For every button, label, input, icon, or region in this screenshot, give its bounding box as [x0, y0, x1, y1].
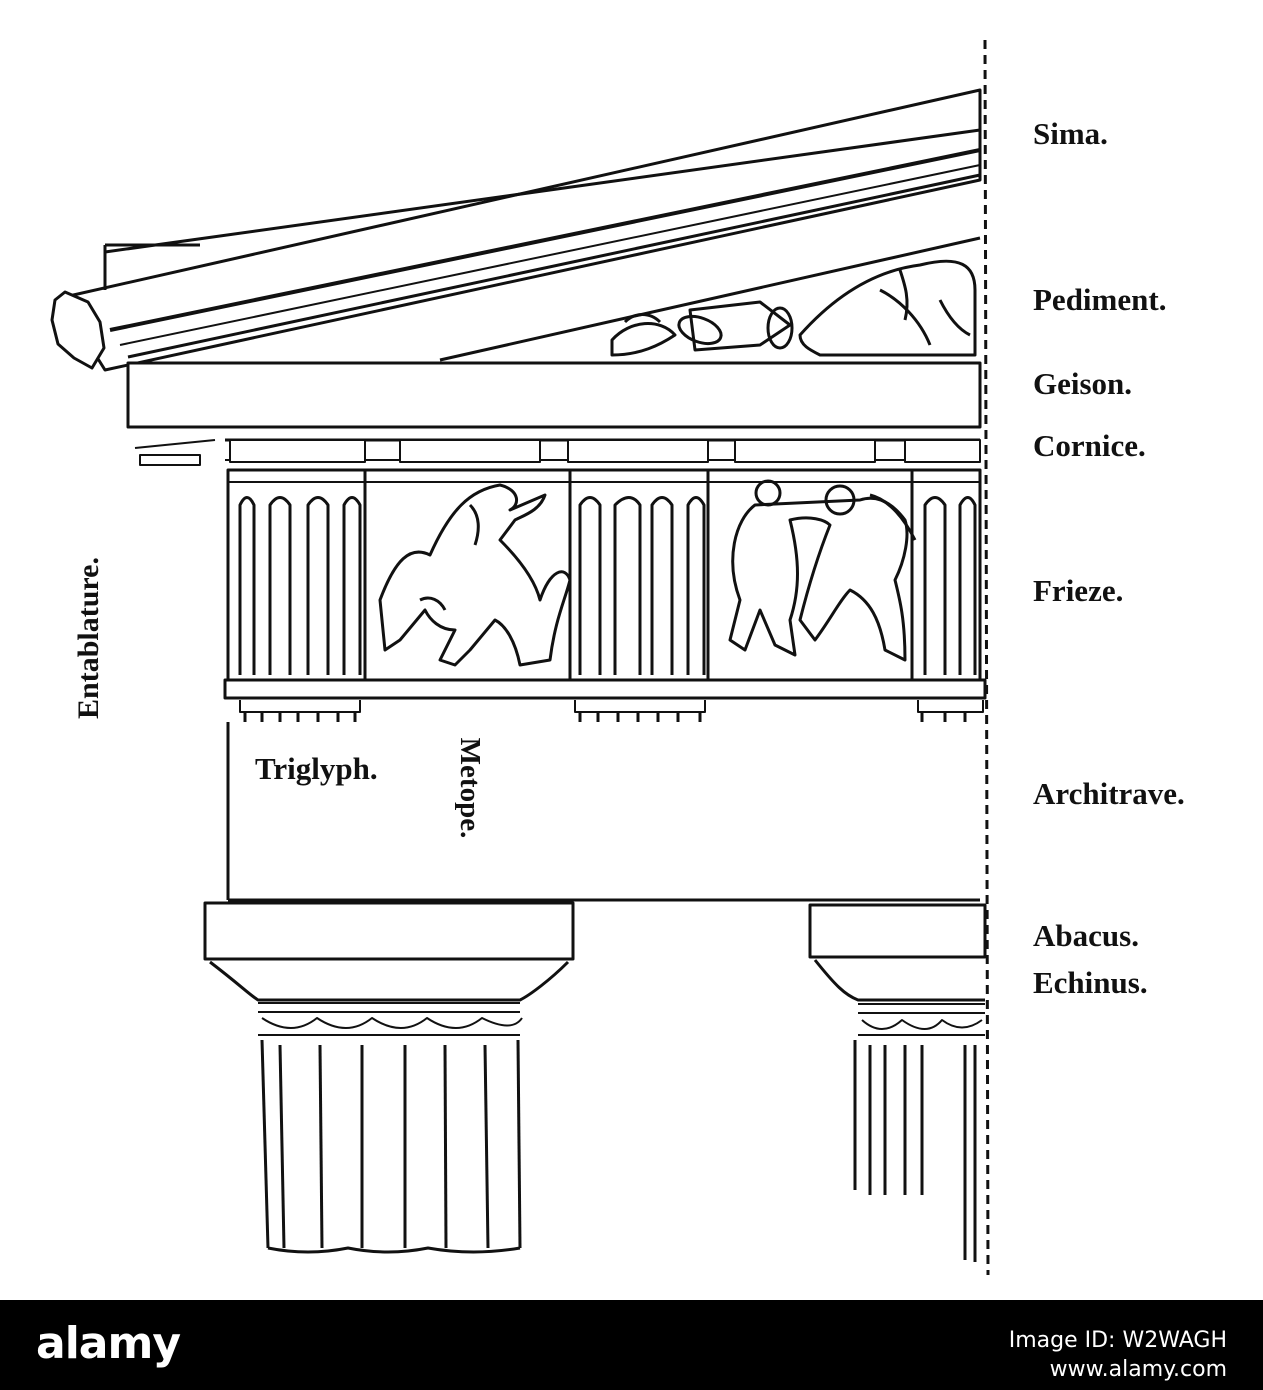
label-sima: Sima.	[1033, 116, 1108, 151]
label-entablature-wrap: Entablature.	[72, 538, 114, 738]
frieze	[226, 468, 982, 682]
geison-block	[126, 361, 982, 429]
pediment-sculpture	[610, 259, 977, 357]
sima-raking-cornice	[58, 88, 982, 372]
watermark-footer	[0, 1300, 1263, 1390]
left-column-shaft	[260, 1039, 522, 1254]
image-id-text: Image ID: W2WAGH	[1008, 1328, 1227, 1353]
right-column-shaft	[853, 1040, 977, 1262]
label-abacus: Abacus.	[1033, 918, 1139, 953]
label-entablature: Entablature.	[72, 557, 105, 719]
architrave-block	[226, 722, 980, 902]
pediment-lower-edge	[439, 236, 981, 362]
label-metope-wrap: Metope.	[448, 718, 486, 858]
sima-broken-end	[50, 290, 106, 370]
label-frieze: Frieze.	[1033, 573, 1124, 608]
cornice-band	[134, 438, 981, 466]
brand-url-text: www.alamy.com	[1049, 1357, 1227, 1382]
metope-relief	[728, 479, 917, 662]
doric-order-drawing	[50, 39, 990, 1276]
label-cornice: Cornice.	[1033, 428, 1146, 463]
label-pediment: Pediment.	[1033, 282, 1167, 317]
triglyph	[568, 470, 710, 680]
label-triglyph: Triglyph.	[255, 751, 378, 786]
right-capital	[808, 903, 987, 1036]
taenia-band	[223, 678, 987, 722]
label-geison: Geison.	[1033, 366, 1133, 401]
triglyph	[910, 470, 977, 680]
center-axis-line	[983, 39, 990, 1276]
label-metope: Metope.	[454, 737, 486, 839]
triglyph	[238, 470, 367, 680]
brand-logo: alamy	[36, 1318, 181, 1369]
label-echinus: Echinus.	[1033, 965, 1148, 1000]
metope-relief	[378, 483, 572, 667]
left-capital	[203, 901, 575, 1036]
label-architrave: Architrave.	[1033, 776, 1185, 811]
diagram-canvas: Sima. Pediment. Geison. Cornice. Frieze.…	[50, 39, 1185, 1276]
